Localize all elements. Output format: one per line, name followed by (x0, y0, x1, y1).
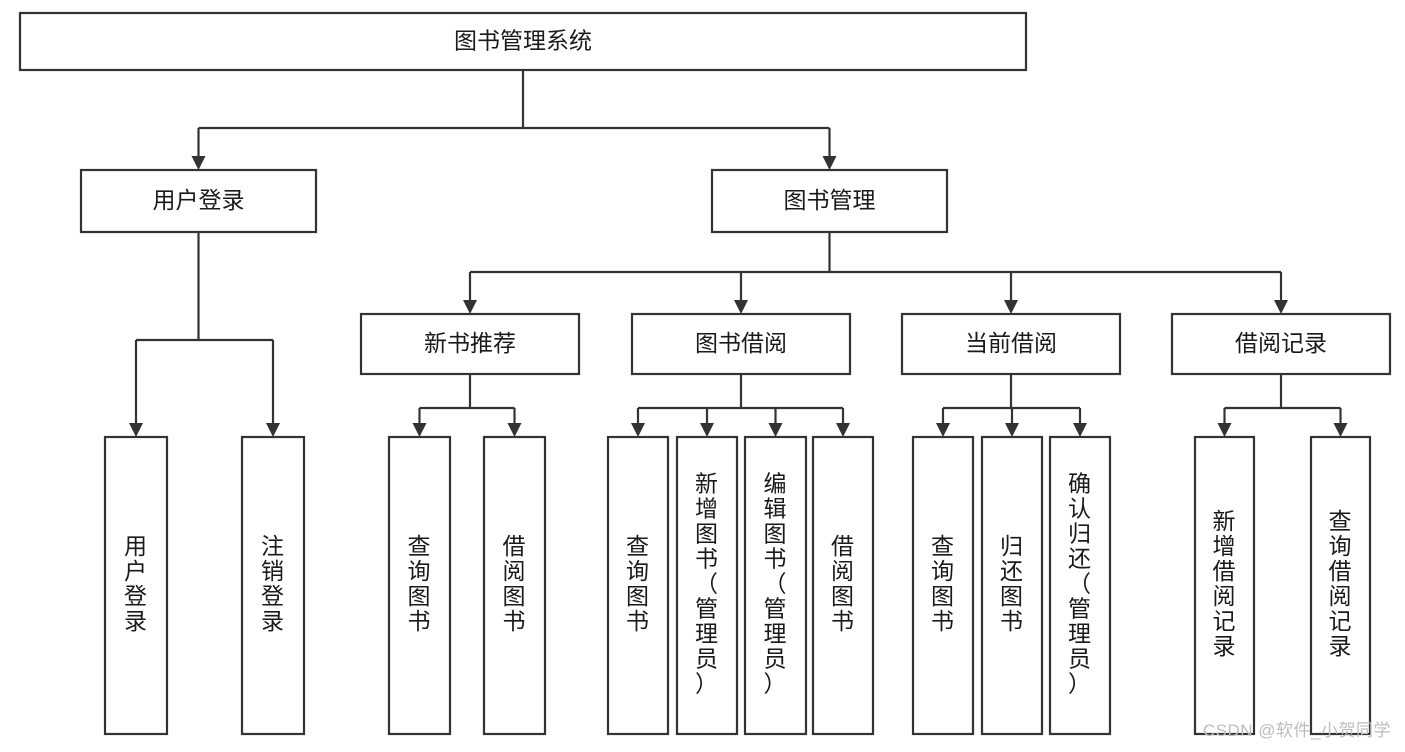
node-label-current-query-book: 查询图书 (931, 533, 955, 634)
node-book-management[interactable]: 图书管理 (710, 168, 949, 234)
arrow-head-borrow-borrow-book (836, 423, 850, 437)
node-box-current-query-book[interactable] (911, 435, 975, 736)
connector-layer (129, 70, 1348, 437)
node-label-new-book-recommend: 新书推荐 (424, 330, 516, 356)
node-borrow-edit-book[interactable]: 编辑图书（管理员） (743, 435, 808, 736)
arrow-head-borrow-edit-book (768, 423, 783, 437)
node-box-borrow-edit-book[interactable] (743, 435, 808, 736)
arrow-head-recommend-borrow-book (507, 423, 522, 437)
node-label-current-borrow: 当前借阅 (965, 330, 1057, 356)
node-label-user-logout: 注销登录 (261, 533, 285, 634)
node-new-book-recommend[interactable]: 新书推荐 (359, 312, 581, 376)
node-current-return-book[interactable]: 归还图书 (980, 435, 1044, 736)
node-current-borrow[interactable]: 当前借阅 (900, 312, 1122, 376)
node-label-borrow-borrow-book: 借阅图书 (831, 533, 855, 634)
node-label-borrow-query-book: 查询图书 (626, 533, 650, 634)
arrow-head-user-login-do (129, 423, 143, 437)
arrow-head-current-borrow (1004, 300, 1018, 314)
node-box-current-borrow[interactable] (900, 312, 1122, 376)
node-layer: 图书管理系统用户登录用户登录注销登录图书管理新书推荐查询图书借阅图书图书借阅查询… (18, 11, 1392, 736)
node-label-recommend-query-book: 查询图书 (408, 533, 432, 634)
node-box-current-return-book[interactable] (980, 435, 1044, 736)
node-label-current-confirm-return: 确认归还（管理员） (1068, 471, 1092, 697)
node-label-borrow-record: 借阅记录 (1235, 330, 1327, 356)
arrow-head-recommend-query-book (412, 423, 427, 437)
arrow-head-current-confirm-return (1073, 423, 1087, 437)
node-label-user-login-do: 用户登录 (124, 533, 148, 634)
arrow-head-borrow-query-book (631, 423, 645, 437)
arrow-head-new-book-recommend (463, 300, 477, 314)
node-box-borrow-query-book[interactable] (606, 435, 670, 736)
arrow-head-current-return-book (1005, 423, 1019, 437)
node-label-record-query: 查询借阅记录 (1329, 508, 1353, 659)
node-label-book-management: 图书管理 (784, 187, 876, 213)
node-recommend-borrow-book[interactable]: 借阅图书 (482, 435, 547, 736)
node-box-root[interactable] (18, 11, 1028, 72)
arrow-head-user-login (191, 156, 206, 170)
node-box-book-management[interactable] (710, 168, 949, 234)
arrow-head-record-add (1217, 423, 1232, 437)
node-box-borrow-borrow-book[interactable] (811, 435, 875, 736)
node-box-current-confirm-return[interactable] (1048, 435, 1112, 736)
node-box-user-logout[interactable] (240, 435, 306, 736)
node-user-logout[interactable]: 注销登录 (240, 435, 306, 736)
node-borrow-borrow-book[interactable]: 借阅图书 (811, 435, 875, 736)
node-root[interactable]: 图书管理系统 (18, 11, 1028, 72)
node-book-borrow[interactable]: 图书借阅 (630, 312, 852, 376)
node-label-recommend-borrow-book: 借阅图书 (503, 533, 527, 634)
node-box-recommend-query-book[interactable] (387, 435, 452, 736)
node-borrow-record[interactable]: 借阅记录 (1170, 312, 1392, 376)
arrow-head-borrow-record (1274, 300, 1288, 314)
node-box-borrow-add-book[interactable] (675, 435, 739, 736)
node-box-user-login[interactable] (79, 168, 318, 234)
node-borrow-add-book[interactable]: 新增图书（管理员） (675, 435, 739, 736)
node-label-borrow-add-book: 新增图书（管理员） (695, 471, 719, 697)
node-box-record-add[interactable] (1193, 435, 1256, 736)
arrow-head-current-query-book (936, 423, 950, 437)
node-user-login-do[interactable]: 用户登录 (103, 435, 169, 736)
node-user-login[interactable]: 用户登录 (79, 168, 318, 234)
node-label-root: 图书管理系统 (454, 28, 592, 54)
node-current-query-book[interactable]: 查询图书 (911, 435, 975, 736)
arrow-head-record-query (1333, 423, 1348, 437)
node-current-confirm-return[interactable]: 确认归还（管理员） (1048, 435, 1112, 736)
node-recommend-query-book[interactable]: 查询图书 (387, 435, 452, 736)
node-record-query[interactable]: 查询借阅记录 (1309, 435, 1372, 736)
node-box-record-query[interactable] (1309, 435, 1372, 736)
node-box-new-book-recommend[interactable] (359, 312, 581, 376)
node-label-book-borrow: 图书借阅 (695, 330, 787, 356)
node-box-book-borrow[interactable] (630, 312, 852, 376)
node-box-user-login-do[interactable] (103, 435, 169, 736)
node-borrow-query-book[interactable]: 查询图书 (606, 435, 670, 736)
node-label-borrow-edit-book: 编辑图书（管理员） (764, 471, 788, 697)
node-record-add[interactable]: 新增借阅记录 (1193, 435, 1256, 736)
node-box-recommend-borrow-book[interactable] (482, 435, 547, 736)
node-label-user-login: 用户登录 (153, 187, 245, 213)
arrow-head-book-borrow (734, 300, 748, 314)
node-box-borrow-record[interactable] (1170, 312, 1392, 376)
arrow-head-book-management (822, 156, 837, 170)
arrow-head-borrow-add-book (700, 423, 714, 437)
node-label-record-add: 新增借阅记录 (1213, 508, 1237, 659)
arrow-head-user-logout (266, 423, 280, 437)
node-label-current-return-book: 归还图书 (1000, 533, 1024, 634)
